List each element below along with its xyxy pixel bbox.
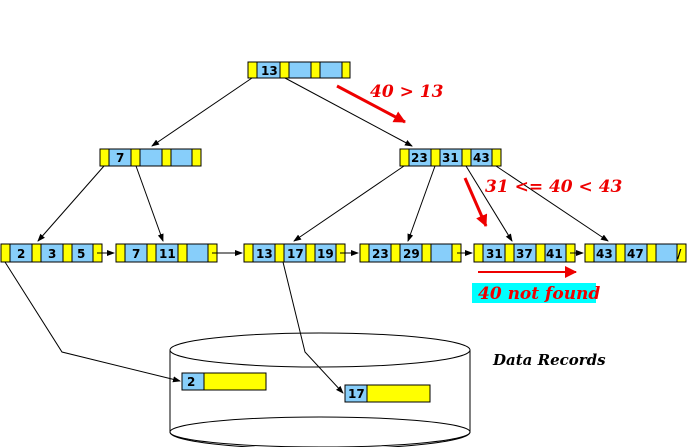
leaf-2-key-2: 11 [159, 247, 176, 261]
leaf-node-2: 7 11 [115, 243, 218, 263]
leaf-1-key-2: 3 [48, 247, 56, 261]
root-node: 13 [247, 61, 351, 79]
leaf-node-5: 31 37 41 [473, 243, 576, 263]
leaf-5-key-3: 41 [546, 247, 563, 261]
leaf-2-key-1: 7 [132, 247, 140, 261]
leaf-6-key-2: 47 [627, 247, 644, 261]
root-key-1: 13 [261, 64, 278, 78]
leaf-4-key-2: 29 [403, 247, 420, 261]
data-record-2: 2 [181, 372, 267, 391]
leaf-5-key-2: 37 [516, 247, 533, 261]
leaf-5-key-1: 31 [486, 247, 503, 261]
leaf-node-3: 13 17 19 [243, 243, 346, 263]
annotation-step-2: 31 <= 40 < 43 [485, 177, 623, 197]
internal-node-left: 7 [99, 148, 202, 167]
leaf-node-4: 23 29 [359, 243, 462, 263]
leaf-1-key-1: 2 [17, 247, 25, 261]
data-record-key: 2 [187, 375, 195, 389]
leaf-4-key-1: 23 [372, 247, 389, 261]
annotation-result: 40 not found [478, 284, 600, 304]
data-record-17: 17 [344, 384, 431, 403]
data-record-key: 17 [348, 387, 365, 401]
leaf-3-key-2: 17 [287, 247, 304, 261]
internal-left-key-1: 7 [116, 151, 124, 165]
leaf-1-key-3: 5 [77, 247, 85, 261]
internal-right-key-3: 43 [473, 151, 490, 165]
data-records-label: Data Records [492, 351, 606, 369]
internal-node-right: 23 31 43 [399, 148, 502, 167]
tree-pointers [4, 77, 609, 394]
null-pointer-marker: / [677, 247, 682, 261]
internal-right-key-2: 31 [442, 151, 459, 165]
leaf-3-key-3: 19 [317, 247, 334, 261]
search-annotations: 40 > 13 31 <= 40 < 43 40 not found [336, 82, 623, 304]
leaf-node-1: 2 3 5 [0, 243, 103, 263]
leaf-6-key-1: 43 [596, 247, 613, 261]
leaf-node-6: 43 47 / [584, 243, 687, 263]
not-found-highlight [472, 283, 596, 303]
leaf-3-key-1: 13 [256, 247, 273, 261]
internal-right-key-1: 23 [411, 151, 428, 165]
annotation-step-1: 40 > 13 [370, 82, 444, 102]
